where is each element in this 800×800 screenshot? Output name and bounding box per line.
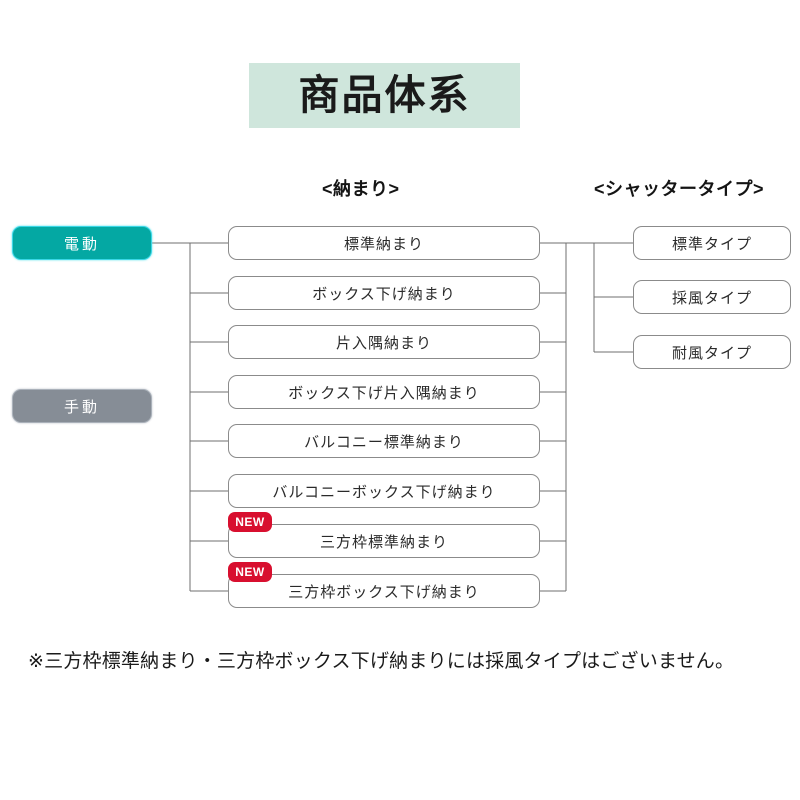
osamari-box-5[interactable]: バルコニー標準納まり (228, 424, 540, 458)
osamari-box-5-label: バルコニー標準納まり (304, 433, 464, 451)
shutter-type-box-1[interactable]: 標準タイプ (633, 226, 791, 260)
page-title-banner: 商品体系 (249, 63, 520, 128)
shutter-type-box-3-label: 耐風タイプ (671, 344, 752, 362)
root-node-manual[interactable]: 手動 (12, 389, 152, 423)
root-node-electric[interactable]: 電動 (12, 226, 152, 260)
osamari-box-4-label: ボックス下げ片入隅納まり (288, 384, 480, 402)
page-title: 商品体系 (298, 72, 471, 118)
osamari-box-1-label: 標準納まり (343, 235, 424, 253)
osamari-box-6-label: バルコニーボックス下げ納まり (272, 483, 496, 501)
osamari-box-1[interactable]: 標準納まり (228, 226, 540, 260)
shutter-type-box-1-label: 標準タイプ (671, 235, 752, 253)
root-node-electric-label: 電動 (63, 235, 100, 253)
osamari-box-8[interactable]: 三方枠ボックス下げ納まり (228, 574, 540, 608)
osamari-box-3[interactable]: 片入隅納まり (228, 325, 540, 359)
osamari-box-7[interactable]: 三方枠標準納まり (228, 524, 540, 558)
shutter-type-box-2[interactable]: 採風タイプ (633, 280, 791, 314)
shutter-type-box-2-label: 採風タイプ (671, 289, 752, 307)
column-header-osamari: <納まり> (322, 179, 400, 199)
osamari-box-4[interactable]: ボックス下げ片入隅納まり (228, 375, 540, 409)
footnote-text: ※三方枠標準納まり・三方枠ボックス下げ納まりには採風タイプはございません。 (28, 651, 735, 672)
column-header-shutter: <シャッタータイプ> (594, 179, 765, 199)
osamari-box-6[interactable]: バルコニーボックス下げ納まり (228, 474, 540, 508)
osamari-box-2-label: ボックス下げ納まり (312, 285, 456, 303)
new-badge-osamari-8: NEW (228, 562, 272, 582)
osamari-box-7-label: 三方枠標準納まり (319, 533, 448, 551)
root-node-manual-label: 手動 (63, 398, 100, 416)
osamari-box-2[interactable]: ボックス下げ納まり (228, 276, 540, 310)
new-badge-osamari-7: NEW (228, 512, 272, 532)
osamari-box-3-label: 片入隅納まり (335, 334, 432, 352)
osamari-box-8-label: 三方枠ボックス下げ納まり (288, 583, 480, 601)
shutter-type-box-3[interactable]: 耐風タイプ (633, 335, 791, 369)
